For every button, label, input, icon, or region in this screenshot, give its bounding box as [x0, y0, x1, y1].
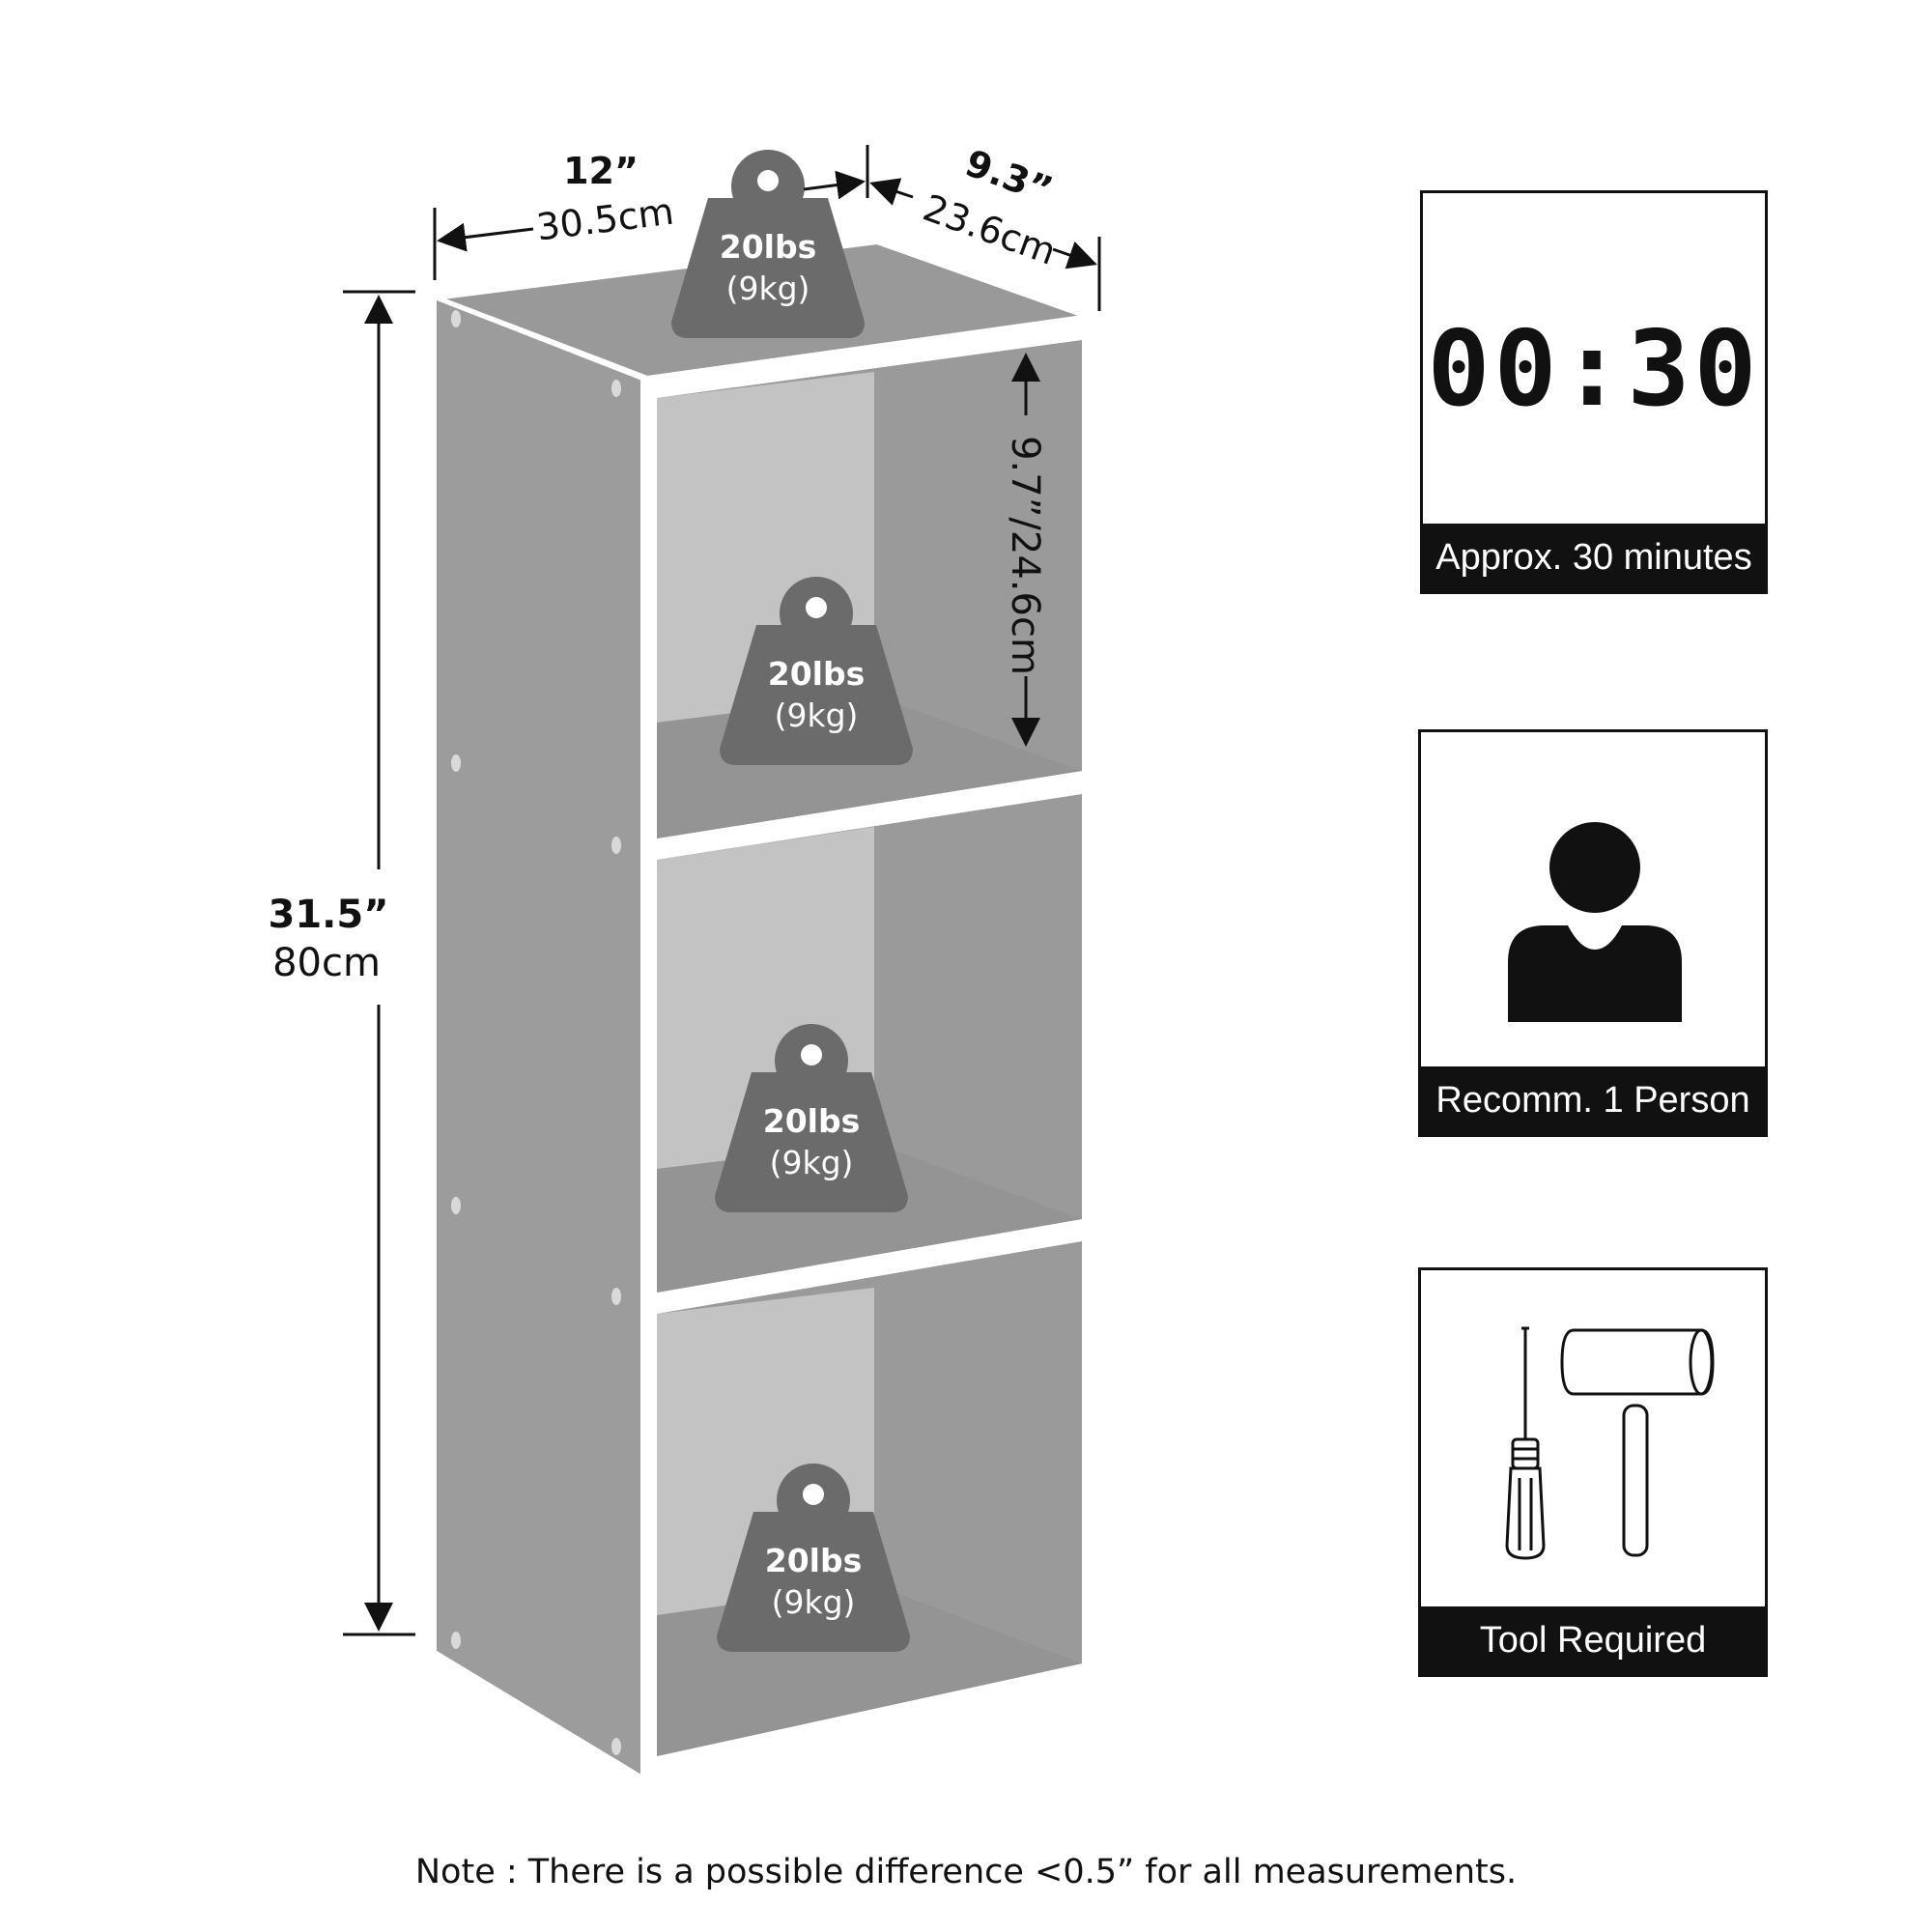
- tools-required-card: Tool Required: [1418, 1267, 1768, 1677]
- height-cm-label: 80cm: [272, 941, 381, 985]
- weight-kg-label: (9kg): [775, 696, 859, 734]
- weight-icon-shelf-2: 20lbs (9kg): [715, 1024, 908, 1212]
- height-dimension: 31.5” 80cm: [269, 290, 415, 1636]
- weight-icon-shelf-1: 20lbs (9kg): [720, 577, 913, 765]
- cubby-middle: [657, 794, 1082, 1293]
- assembly-time-caption: Approx. 30 minutes: [1423, 524, 1765, 591]
- side-panel-holes: [451, 310, 621, 1755]
- weight-lbs-label: 20lbs: [765, 1542, 863, 1579]
- weight-lbs-label: 20lbs: [720, 228, 817, 266]
- timer-digits: 00:30: [1427, 309, 1761, 430]
- weight-kg-label: (9kg): [770, 1144, 854, 1181]
- bookcase-side-panel: [433, 295, 644, 1781]
- weight-icon-shelf-3: 20lbs (9kg): [717, 1463, 910, 1652]
- weight-lbs-label: 20lbs: [768, 655, 866, 693]
- measurement-note: Note : There is a possible difference <0…: [414, 1853, 1518, 1891]
- shelf-height-dimension: 9.7”/24.6cm: [1003, 353, 1047, 747]
- weight-lbs-label: 20lbs: [763, 1102, 861, 1140]
- width-dimension: 12” 30.5cm: [433, 145, 869, 280]
- screwdriver-icon: [1505, 1326, 1546, 1560]
- weight-icon-top: 20lbs (9kg): [671, 150, 865, 338]
- tools-icon-group: [1505, 1326, 1715, 1560]
- person-icon: [1508, 822, 1682, 1022]
- recommended-people-caption: Recomm. 1 Person: [1421, 1066, 1765, 1134]
- stopwatch-display-icon: 00:30: [1423, 193, 1765, 524]
- recommended-people-card: Recomm. 1 Person: [1418, 729, 1768, 1137]
- width-inches-label: 12”: [563, 150, 639, 192]
- assembly-time-card: 00:30 Approx. 30 minutes: [1420, 190, 1768, 594]
- tools-required-caption: Tool Required: [1421, 1606, 1765, 1674]
- width-cm-label: 30.5cm: [534, 190, 676, 249]
- height-inches-label: 31.5”: [269, 893, 389, 937]
- mallet-icon: [1560, 1328, 1715, 1557]
- shelf-height-label: 9.7”/24.6cm: [1003, 436, 1047, 675]
- weight-kg-label: (9kg): [772, 1583, 856, 1621]
- weight-kg-label: (9kg): [726, 270, 810, 307]
